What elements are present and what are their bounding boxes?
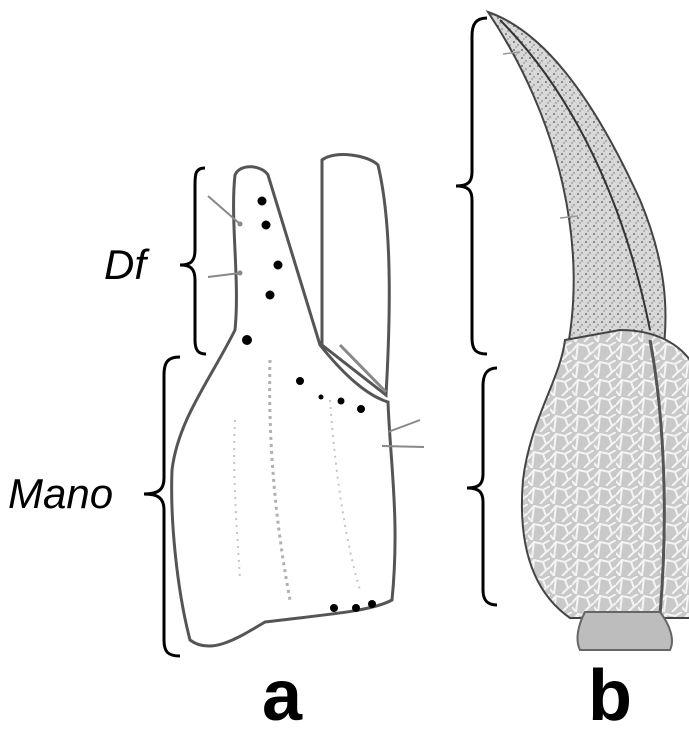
chela-base-b (578, 612, 672, 650)
panel-label-b: b (588, 656, 632, 731)
panel-label-a: a (262, 656, 303, 731)
leader-dot-2 (238, 271, 243, 276)
panel-a-drawing (172, 155, 424, 647)
brace-finger-a (180, 168, 206, 354)
brace-finger-b (456, 18, 487, 354)
brace-hand-b (467, 368, 497, 605)
label-hand: Mano (8, 470, 113, 517)
fixed-finger-b (488, 12, 666, 360)
leader-dot-1 (238, 222, 243, 227)
panel-b-drawing (488, 12, 689, 650)
label-finger: Df (104, 241, 150, 288)
